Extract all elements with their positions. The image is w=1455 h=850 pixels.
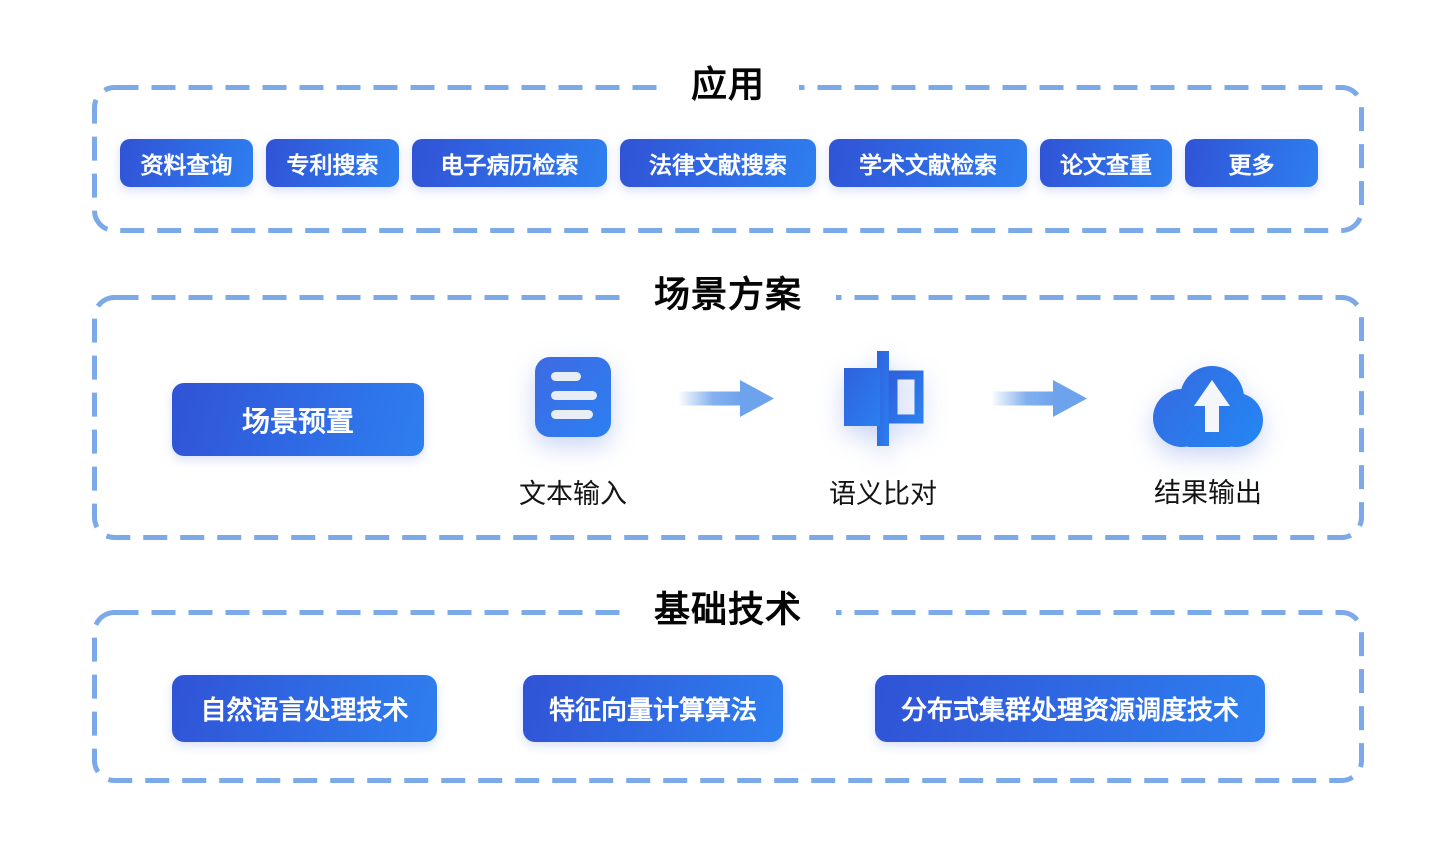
scenario-section: 场景方案 场景预置 文本输入	[92, 272, 1364, 540]
tech-button-distributed-cluster[interactable]: 分布式集群处理资源调度技术	[875, 675, 1265, 742]
app-button-plagiarism-check[interactable]: 论文查重	[1040, 139, 1172, 187]
tech-button-nlp[interactable]: 自然语言处理技术	[172, 675, 437, 742]
document-icon	[535, 357, 611, 442]
technology-section: 基础技术 自然语言处理技术 特征向量计算算法 分布式集群处理资源调度技术	[92, 587, 1364, 783]
section-title-technology: 基础技术	[619, 587, 837, 631]
app-button-academic-search[interactable]: 学术文献检索	[829, 139, 1027, 187]
app-button-legal-search[interactable]: 法律文献搜索	[620, 139, 816, 187]
flow-step-label: 结果输出	[1154, 478, 1262, 508]
flow-arrow-icon	[678, 380, 774, 422]
app-button-data-query[interactable]: 资料查询	[120, 139, 253, 187]
section-title-applications: 应用	[656, 62, 800, 106]
scene-preset-button[interactable]: 场景预置	[172, 383, 424, 456]
compare-icon	[839, 351, 927, 451]
applications-button-row: 资料查询 专利搜索 电子病历检索 法律文献搜索 学术文献检索 论文查重 更多	[120, 139, 1318, 187]
app-button-more[interactable]: 更多	[1185, 139, 1318, 187]
tech-button-feature-vector[interactable]: 特征向量计算算法	[523, 675, 783, 742]
section-title-scenario: 场景方案	[619, 272, 837, 316]
applications-section: 应用 资料查询 专利搜索 电子病历检索 法律文献搜索 学术文献检索 论文查重 更…	[92, 62, 1364, 233]
app-button-emr-retrieval[interactable]: 电子病历检索	[412, 139, 607, 187]
flow-arrow-icon	[991, 380, 1087, 422]
app-button-patent-search[interactable]: 专利搜索	[266, 139, 399, 187]
flow-step-label: 语义比对	[829, 479, 937, 509]
flow-step-label: 文本输入	[519, 479, 627, 509]
cloud-upload-icon	[1150, 358, 1266, 453]
